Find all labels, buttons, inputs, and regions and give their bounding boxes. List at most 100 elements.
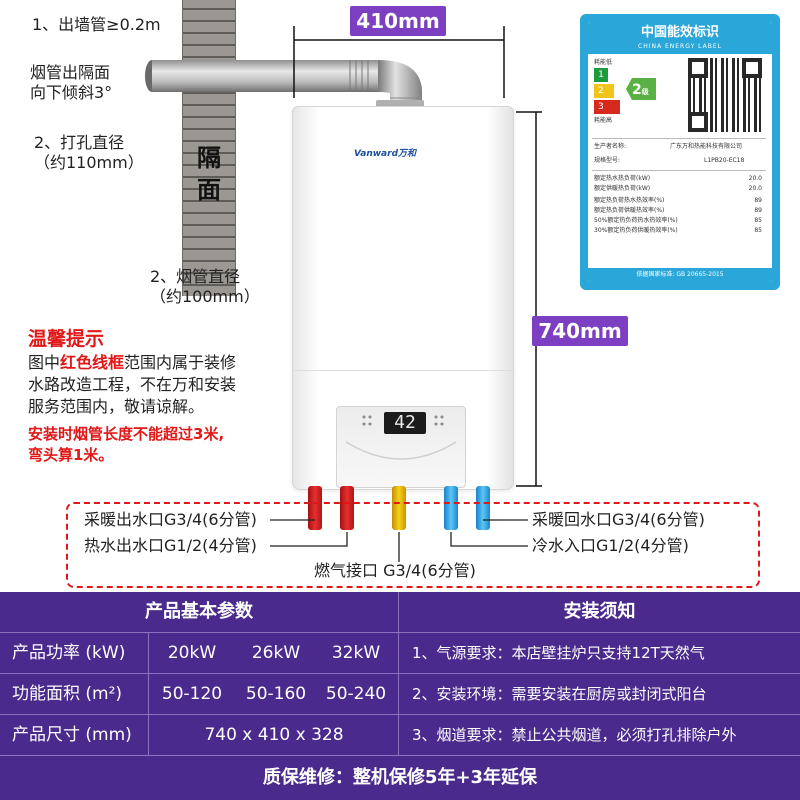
energy-standard: 依据国家标准: GB 20665-2015 <box>588 268 772 282</box>
width-badge: 410mm <box>350 6 446 36</box>
qr-code <box>688 58 762 132</box>
energy-spec-row: 额定供暖热负荷(kW) 20.0 <box>594 184 762 196</box>
energy-spec-row: 额定热负荷热水热效率(%) 89 <box>594 196 762 206</box>
spec-key: 额定热负荷热水热效率(%) <box>594 197 665 204</box>
row-label: 产品功率 (kW) <box>12 643 126 663</box>
current-grade-marker: 2级 <box>626 78 656 100</box>
panel-curve <box>345 441 457 460</box>
grade-suffix: 级 <box>641 88 649 96</box>
heater-seam <box>293 370 513 371</box>
pipe-leader-lines <box>270 519 528 562</box>
table-vline <box>148 633 149 755</box>
spec-key: 额定供暖热负荷(kW) <box>594 185 651 192</box>
right-header: 安装须知 <box>563 601 636 622</box>
spec-value: 85 <box>754 217 762 224</box>
table-row: 产品功率 (kW) 20kW 26kW 32kW 1、气源要求：本店壁挂炉只支持… <box>0 633 800 673</box>
temperature-display: 42 <box>384 412 426 434</box>
row-value: 50-240 <box>325 684 387 704</box>
table-divider <box>0 755 800 756</box>
energy-spec-rows: 额定热水热负荷(kW) 20.0 额定供暖热负荷(kW) 20.0 额定热负荷热水热… <box>594 174 762 236</box>
brand-logo: Vanward万和 <box>354 149 417 159</box>
spec-value: 20.0 <box>748 185 762 192</box>
model-value: L1PB20-EC18 <box>704 157 745 164</box>
heating-return-pipe <box>476 486 490 530</box>
tilt-note-line2: 向下倾斜3° <box>30 83 113 102</box>
warranty-text: 质保维修：整机保修5年+3年延保 <box>262 767 538 788</box>
spec-table: 产品基本参数 安装须知 产品功率 (kW) 20kW 26kW 32kW 1、气… <box>0 592 800 800</box>
panel-buttons-right[interactable] <box>432 414 448 430</box>
row-value: 26kW <box>251 643 301 663</box>
table-vline <box>398 592 399 755</box>
row-note: 1、气源要求：本店壁挂炉只支持12T天然气 <box>412 644 705 662</box>
spec-value: 89 <box>754 197 762 204</box>
panel-buttons-left[interactable] <box>360 414 376 430</box>
tip-line1: 图中红色线框范围内属于装修 <box>28 352 236 374</box>
row-label: 产品尺寸 (mm) <box>12 725 132 745</box>
grade-3-bar: 3 <box>594 100 620 114</box>
energy-label-header: 中国能效标识 CHINA ENERGY LABEL <box>588 22 772 54</box>
spec-key: 50%额定热负荷热水热效率(%) <box>594 217 678 224</box>
heating-out-pipe <box>308 486 322 530</box>
gas-pipe <box>392 486 406 530</box>
wall-char-1: 隔 <box>197 144 221 172</box>
hole-note-line1: 2、打孔直径 <box>34 133 125 152</box>
row-value: 50-120 <box>161 684 223 704</box>
row-value: 32kW <box>331 643 381 663</box>
tip-title: 温馨提示 <box>28 328 105 350</box>
energy-high-label: 耗能高 <box>594 117 613 124</box>
table-divider <box>0 632 800 633</box>
pipe-diameter-line1: 2、烟管直径 <box>150 267 241 286</box>
tip-line3: 服务范围内，敬请谅解。 <box>28 397 205 416</box>
hole-note-line2: （约110mm） <box>34 153 144 172</box>
row-note: 2、安装环境：需要安装在厨房或封闭式阳台 <box>412 685 707 703</box>
wall-graphic <box>182 0 236 296</box>
cold-water-in-pipe <box>444 486 458 530</box>
tip-line1-highlight: 红色线框 <box>60 353 125 372</box>
row-note: 3、烟道要求：禁止公共烟道，必须打孔排除户外 <box>412 726 737 744</box>
width-dimension-lines <box>293 26 505 98</box>
wall-pipe-note: 1、出墙管≥0.2m <box>32 15 161 34</box>
maker-value: 广东万和热能科技有限公司 <box>670 143 743 150</box>
gas-inlet-label: 燃气接口 G3/4(6分管) <box>314 561 476 580</box>
energy-low-label: 耗能低 <box>594 59 613 66</box>
energy-spec-row: 30%额定热负荷供暖热效率(%)85 <box>594 226 762 236</box>
hot-water-out-pipe <box>340 486 354 530</box>
flue-collar <box>376 100 424 110</box>
spec-value: 89 <box>754 207 762 214</box>
height-badge: 740mm <box>532 316 628 346</box>
spec-key: 额定热负荷供暖热效率(%) <box>594 207 665 214</box>
spec-value: 85 <box>754 227 762 234</box>
row-value: 20kW <box>167 643 217 663</box>
tip-line1-prefix: 图中 <box>28 353 61 372</box>
energy-label-subtitle: CHINA ENERGY LABEL <box>638 43 722 50</box>
heating-out-label: 采暖出水口G3/4(6分管) <box>84 510 257 529</box>
row-value: 50-160 <box>245 684 307 704</box>
tip-warning-1: 安装时烟管长度不能超过3米, <box>28 425 225 443</box>
grade-1-bar: 1 <box>594 68 608 82</box>
wall-char-2: 面 <box>197 176 221 204</box>
hot-water-out-label: 热水出水口G1/2(4分管) <box>84 536 257 555</box>
height-dimension-lines <box>516 111 542 487</box>
energy-spec-row: 50%额定热负荷热水热效率(%) 85 <box>594 216 762 226</box>
renovation-boundary-frame <box>66 502 760 588</box>
energy-label-divider-2 <box>592 170 766 171</box>
table-row: 功能面积 (m²) 50-120 50-160 50-240 2、安装环境：需要… <box>0 674 800 714</box>
heating-return-label: 采暖回水口G3/4(6分管) <box>532 510 705 529</box>
table-row: 产品尺寸 (mm) 740 x 410 x 328 3、烟道要求：禁止公共烟道，… <box>0 715 800 755</box>
energy-spec-row: 额定热负荷供暖热效率(%) 89 <box>594 206 762 216</box>
cold-water-in-label: 冷水入口G1/2(4分管) <box>532 536 689 555</box>
spec-key: 额定热水热负荷(kW) <box>594 175 651 182</box>
tilt-note-line1: 烟管出隔面 <box>30 63 111 82</box>
left-header: 产品基本参数 <box>145 601 253 622</box>
table-divider <box>0 673 800 674</box>
maker-key: 生产者名称: <box>594 143 627 150</box>
tip-line2: 水路改造工程，不在万和安装 <box>28 375 237 394</box>
energy-label-title: 中国能效标识 <box>640 25 719 40</box>
current-grade: 2 <box>632 82 642 98</box>
energy-spec-row: 额定热水热负荷(kW) 20.0 <box>594 174 762 184</box>
energy-label-divider-1 <box>592 138 766 139</box>
tip-line1-suffix: 范围内属于装修 <box>124 353 237 372</box>
spec-value: 20.0 <box>748 175 762 182</box>
model-key: 规格型号: <box>594 157 621 164</box>
row-label: 功能面积 (m²) <box>12 684 123 704</box>
